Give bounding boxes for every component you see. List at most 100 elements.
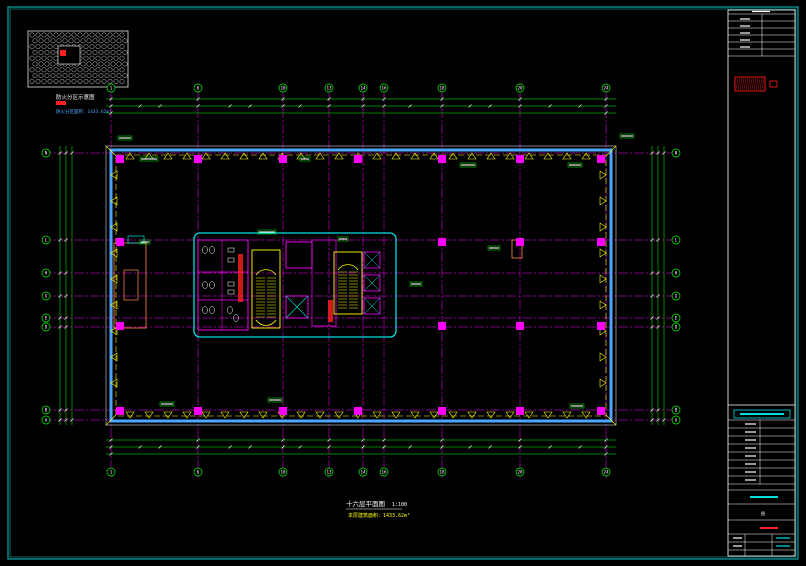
annotation-tags xyxy=(117,133,635,409)
column xyxy=(354,155,362,163)
grid-bubble xyxy=(671,235,681,245)
keyplan-hatch-cell xyxy=(77,32,83,38)
grid-bubble-label: L xyxy=(675,238,678,243)
title-block-company-band xyxy=(733,409,791,419)
column xyxy=(194,155,202,163)
grid-bubble-label: 16 xyxy=(381,470,387,475)
keyplan-hatch-cell xyxy=(56,73,62,79)
window-marker xyxy=(429,152,439,160)
window-marker xyxy=(110,222,118,232)
window-marker xyxy=(562,152,572,160)
keyplan-hatch-cell xyxy=(92,50,98,55)
west-room xyxy=(113,242,147,329)
dimension-tick xyxy=(408,104,412,108)
grid-bubble-label: 6 xyxy=(197,86,200,91)
grid-bubble-label: 6 xyxy=(197,470,200,475)
grid-bubble xyxy=(41,148,51,158)
dimension-tick xyxy=(196,445,200,449)
keyplan-hatch-cell xyxy=(53,55,59,61)
keyplan-hatch-cell xyxy=(89,67,95,73)
stamp-hatch-line xyxy=(757,77,761,91)
grid-bubble-label: G xyxy=(45,294,48,299)
stair-1-landing xyxy=(255,269,277,276)
stair-1-treads xyxy=(256,277,276,318)
keyplan-hatch-cell xyxy=(50,38,56,44)
grid-bubble xyxy=(324,83,334,93)
grid-bubble-label: 16 xyxy=(381,86,387,91)
column xyxy=(279,407,287,415)
window-marker xyxy=(599,352,607,362)
dimension-tick xyxy=(604,97,608,101)
toilet-fixture xyxy=(202,281,208,289)
keyplan-title: 防火分区示意图 xyxy=(56,93,95,101)
dimension-tick xyxy=(468,445,472,449)
keyplan-hatch-cell xyxy=(80,38,86,44)
keyplan-hatch-cell xyxy=(29,67,35,73)
stamp-hatch-line xyxy=(747,77,751,91)
window-marker xyxy=(581,411,591,419)
stair-2-treads xyxy=(338,271,358,309)
elevator-cross xyxy=(285,295,309,319)
grid-bubble-label: L xyxy=(45,238,48,243)
shaft-cross xyxy=(363,251,381,269)
toilet-fixture xyxy=(202,306,208,314)
keyplan-hatch-cell xyxy=(110,73,116,79)
dimension-tick xyxy=(440,97,444,101)
window-marker xyxy=(372,152,382,160)
keyplan-hatch-cell xyxy=(95,67,101,73)
keyplan-hatch-cell xyxy=(62,38,68,44)
dimension-tick xyxy=(650,316,654,320)
keyplan-hatch-cell xyxy=(29,32,35,38)
grid-bubble xyxy=(671,415,681,425)
dimension-tick xyxy=(109,438,113,442)
title-block-frame xyxy=(727,9,796,557)
window-marker xyxy=(467,411,477,419)
grid-bubble-label: B xyxy=(675,408,678,413)
keyplan[interactable]: 防火分区示意图 防火分区面积：1433.62m² xyxy=(27,30,129,115)
title-block[interactable]: 图 xyxy=(727,9,796,557)
grid-bubble xyxy=(671,148,681,158)
dimension-tick xyxy=(138,445,142,449)
dimension-tick xyxy=(488,104,492,108)
grid-bubble xyxy=(671,291,681,301)
drawing-title: 十六层平面图 xyxy=(346,499,385,508)
grid-bubble-label: 20 xyxy=(517,470,523,475)
keyplan-hatch-cell xyxy=(65,79,71,84)
dimension-chains xyxy=(58,97,666,456)
core-zone[interactable] xyxy=(193,232,397,338)
keyplan-hatch-cell xyxy=(113,67,119,73)
dimension-tick xyxy=(281,104,285,108)
window-marker xyxy=(220,152,230,160)
keyplan-hatch-cell xyxy=(95,32,101,38)
grid-bubble xyxy=(41,415,51,425)
drawing-title-block[interactable]: 十六层平面图 1:100 本层建筑面积：1433.62m² xyxy=(346,499,410,519)
keyplan-hatch-cell xyxy=(80,50,86,55)
stamp-hatch-line xyxy=(755,77,759,91)
dimension-tick xyxy=(382,104,386,108)
keyplan-hatch-cell xyxy=(119,32,125,38)
dimension-tick xyxy=(468,104,472,108)
dimension-tick xyxy=(382,445,386,449)
keyplan-hatch-cell xyxy=(32,50,38,55)
keyplan-hatch-cell xyxy=(92,73,98,79)
building-plan[interactable] xyxy=(105,145,617,426)
dimension-tick xyxy=(58,408,62,412)
keyplan-hatch-cell xyxy=(83,79,89,84)
elevator-shaft xyxy=(285,241,313,269)
annotation-tag xyxy=(619,133,635,139)
dimension-tick xyxy=(327,97,331,101)
keyplan-hatch-cell xyxy=(38,61,44,67)
keyplan-hatch-cell xyxy=(71,67,77,73)
keyplan-hatch-cell xyxy=(122,61,128,67)
keyplan-hatch-cell xyxy=(29,79,35,84)
window-marker xyxy=(201,411,211,419)
core-boundary xyxy=(193,232,397,338)
keyplan-hatch-cell xyxy=(95,55,101,61)
grid-bubble-label: B xyxy=(45,408,48,413)
keyplan-hatch-cell xyxy=(104,50,110,55)
keyplan-hatch-cell xyxy=(101,67,107,73)
keyplan-hatch-cell xyxy=(77,67,83,73)
grid-bubble xyxy=(601,83,611,93)
